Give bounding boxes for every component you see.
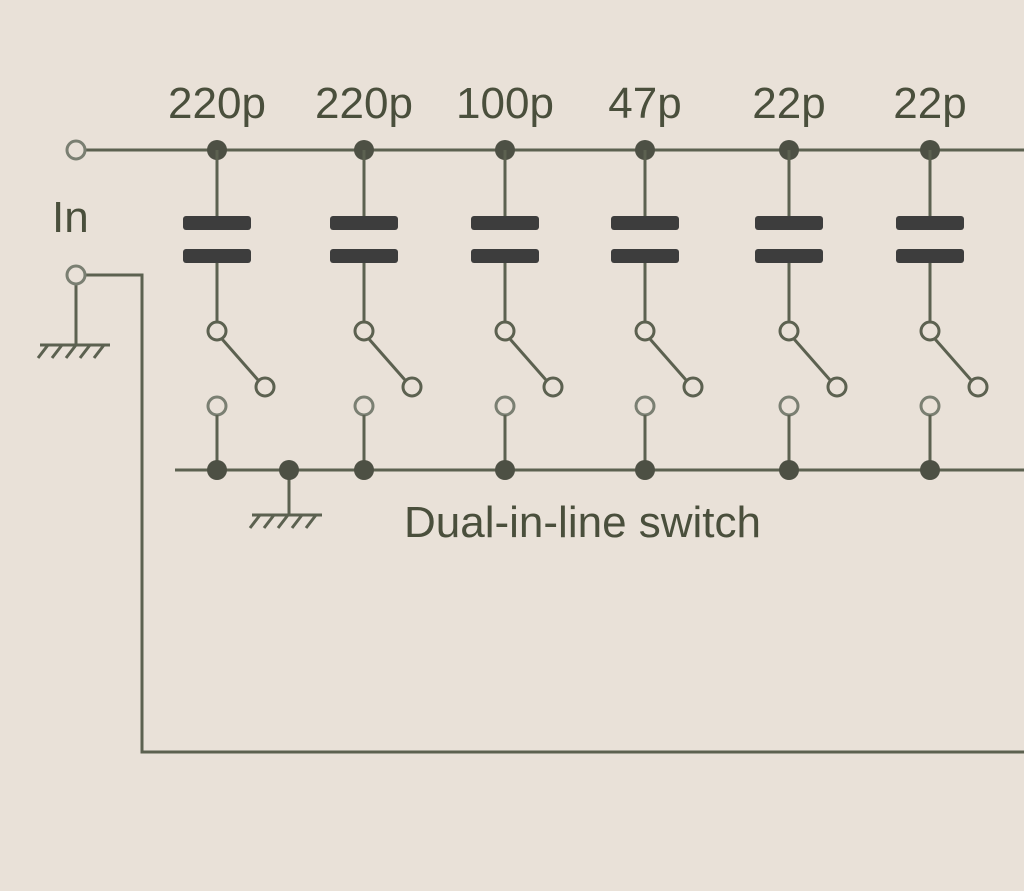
switch-blade-4 (648, 338, 688, 381)
switch-blade-end-3 (542, 376, 564, 398)
capacitor-value-label-3: 100p (456, 79, 554, 128)
switch-pivot-3 (494, 320, 516, 342)
ground-symbol-input (36, 343, 110, 359)
capacitor-value-label-2: 220p (315, 79, 413, 128)
switch-blade-end-5 (826, 376, 848, 398)
capacitor-plate-bottom-4 (611, 249, 679, 263)
input-terminal-bottom (65, 264, 87, 286)
switch-blade-3 (508, 338, 548, 381)
switch-pivot-5 (778, 320, 800, 342)
switch-label: Dual-in-line switch (404, 498, 761, 547)
capacitor-plate-top-1 (183, 216, 251, 230)
capacitor-branches: 220p 220p 100p 47p 22p 22p (168, 79, 989, 480)
capacitor-plate-top-2 (330, 216, 398, 230)
capacitor-plate-bottom-3 (471, 249, 539, 263)
switch-blade-5 (792, 338, 832, 381)
switch-pivot-2 (353, 320, 375, 342)
ground-return-wire (85, 273, 1024, 754)
switch-pivot-1 (206, 320, 228, 342)
input-terminal-top (65, 139, 87, 161)
switch-pivot-6 (919, 320, 941, 342)
switch-contact-2 (353, 395, 375, 417)
capacitor-plate-top-3 (471, 216, 539, 230)
switch-pivot-4 (634, 320, 656, 342)
switch-blade-end-4 (682, 376, 704, 398)
bottom-bus-node-6 (920, 460, 940, 480)
switch-contact-1 (206, 395, 228, 417)
switch-blade-end-1 (254, 376, 276, 398)
bottom-bus-node-4 (635, 460, 655, 480)
switch-contact-4 (634, 395, 656, 417)
switch-blade-end-2 (401, 376, 423, 398)
switch-blade-end-6 (967, 376, 989, 398)
switch-contact-6 (919, 395, 941, 417)
ground-symbol-bus (248, 513, 322, 529)
input-label: In (52, 193, 89, 242)
switch-contact-3 (494, 395, 516, 417)
bottom-bus-node-5 (779, 460, 799, 480)
capacitor-plate-bottom-2 (330, 249, 398, 263)
bottom-bus-node-1 (207, 460, 227, 480)
capacitor-plate-top-5 (755, 216, 823, 230)
capacitor-plate-bottom-5 (755, 249, 823, 263)
capacitor-value-label-5: 22p (752, 79, 825, 128)
bottom-bus-node-3 (495, 460, 515, 480)
bottom-bus-node-2 (354, 460, 374, 480)
capacitor-plate-bottom-6 (896, 249, 964, 263)
capacitor-value-label-4: 47p (608, 79, 681, 128)
switch-contact-5 (778, 395, 800, 417)
switch-blade-6 (933, 338, 973, 381)
switch-blade-1 (220, 338, 260, 381)
bus-ground-node (279, 460, 299, 480)
capacitor-plate-top-6 (896, 216, 964, 230)
capacitor-value-label-1: 220p (168, 79, 266, 128)
capacitor-value-label-6: 22p (893, 79, 966, 128)
capacitor-plate-top-4 (611, 216, 679, 230)
switch-blade-2 (367, 338, 407, 381)
capacitor-plate-bottom-1 (183, 249, 251, 263)
